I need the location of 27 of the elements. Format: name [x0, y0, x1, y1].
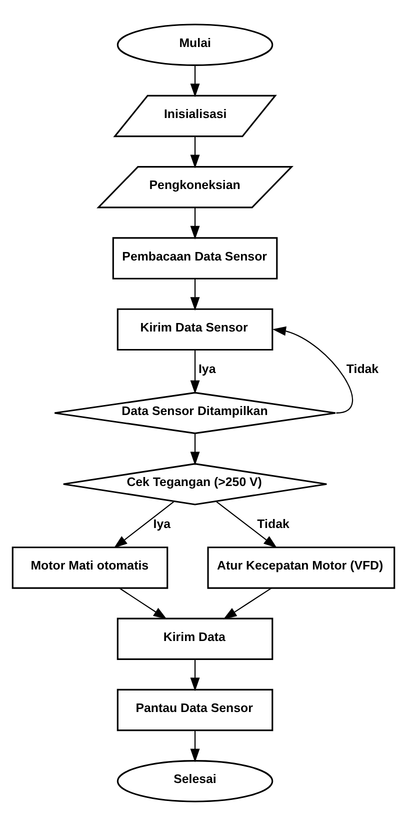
edge-label: Tidak — [257, 516, 290, 530]
arrow — [272, 326, 353, 414]
node-diamond: Data Sensor Ditampilkan — [54, 391, 336, 434]
arrow — [190, 659, 200, 691]
arrow — [190, 136, 200, 168]
node-box: Atur Kecepatan Motor (VFD) — [207, 546, 396, 588]
node-box: Motor Mati otomatis — [12, 546, 168, 588]
node-box: Kirim Data — [116, 617, 274, 660]
edge-label: Iya — [198, 362, 216, 376]
edge-label: Iya — [153, 516, 171, 530]
arrow — [190, 207, 200, 239]
node-ellipse: Selesai — [116, 760, 274, 802]
node-box: Pembacaan Data Sensor — [112, 236, 278, 279]
arrow — [190, 730, 200, 762]
arrow — [190, 433, 200, 465]
arrow — [190, 278, 200, 310]
arrow — [114, 500, 175, 548]
node-ellipse: Mulai — [116, 23, 274, 66]
edge-label: Tidak — [346, 362, 379, 376]
arrow — [120, 587, 167, 619]
node-diamond: Cek Tegangan (>250 V) — [62, 462, 328, 505]
node-box: Pantau Data Sensor — [116, 688, 274, 731]
arrow — [223, 587, 272, 619]
arrow — [216, 500, 278, 548]
arrow — [190, 65, 200, 97]
node-box: Kirim Data Sensor — [116, 308, 274, 350]
arrow — [190, 349, 200, 394]
